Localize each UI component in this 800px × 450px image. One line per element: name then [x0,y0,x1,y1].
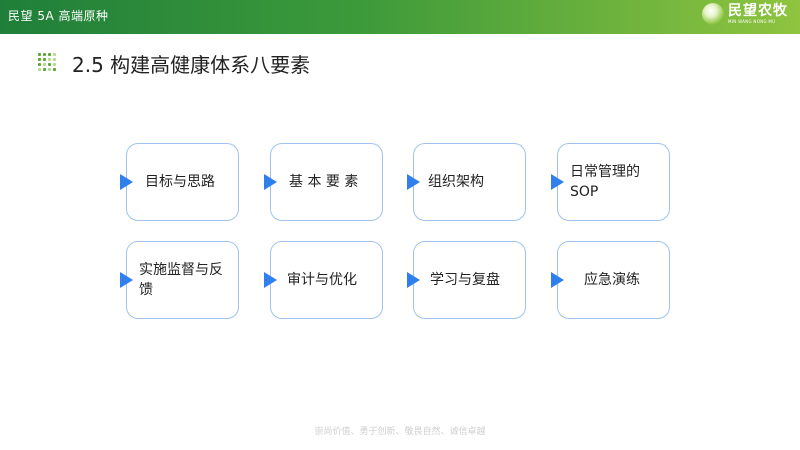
banner-title: 民望 5A 高端原种 [8,9,109,23]
card-label: 应急演练 [584,271,640,288]
arrow-right-icon [407,174,420,190]
footer-slogan: 崇尚价值、勇于创新、敬畏自然、诚信卓越 [314,427,486,437]
dot-grid-icon [38,53,58,73]
page-title: 2.5 构建高健康体系八要素 [72,52,311,77]
card-label: 组织架构 [428,173,484,190]
element-card-supervision: 实施监督与反馈 [120,241,239,319]
element-card-sop: 日常管理的SOP [551,143,670,221]
arrow-right-icon [120,272,133,288]
arrow-right-icon [264,174,277,190]
arrow-right-icon [120,174,133,190]
element-card-drill: 应急演练 [551,241,670,319]
logo-name-cn: 民望农牧 [728,3,788,19]
arrow-right-icon [551,174,564,190]
card-label: 基 本 要 素 [289,173,359,190]
element-card-basics: 基 本 要 素 [264,143,383,221]
logo-name-en: MIN WANG NONG MU [728,19,776,24]
element-card-goals: 目标与思路 [120,143,239,221]
element-card-organization: 组织架构 [407,143,526,221]
element-card-review: 学习与复盘 [407,241,526,319]
card-label: 审计与优化 [287,271,357,288]
top-banner: 民望 5A 高端原种 民望农牧 MIN WANG NONG MU [0,0,800,34]
slide-heading: 2.5 构建高健康体系八要素 [38,50,311,77]
element-card-audit: 审计与优化 [264,241,383,319]
card-label: 学习与复盘 [430,271,500,288]
arrow-right-icon [407,272,420,288]
card-label: 目标与思路 [145,173,215,190]
card-label: 日常管理的SOP [570,163,640,200]
logo-emblem-icon [702,3,724,25]
arrow-right-icon [551,272,564,288]
brand-logo: 民望农牧 MIN WANG NONG MU [702,3,788,25]
arrow-right-icon [264,272,277,288]
card-label: 实施监督与反馈 [139,261,223,298]
